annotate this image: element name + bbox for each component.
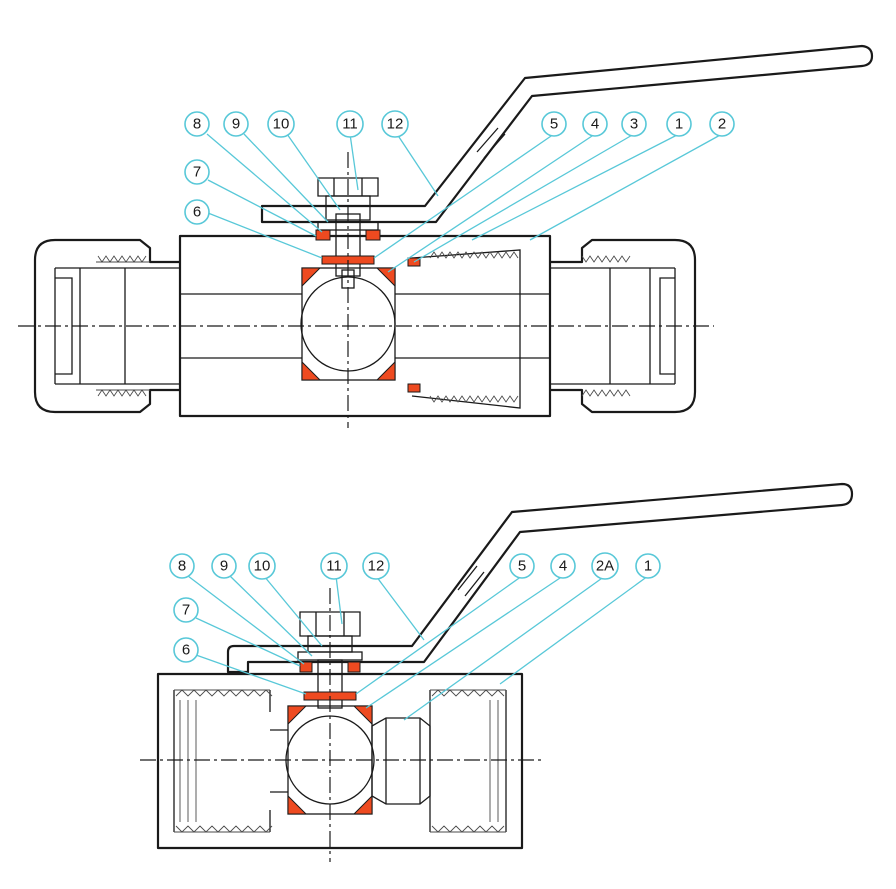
bottom-callout-12-label: 12: [368, 558, 385, 575]
top-callout-1: 1: [666, 111, 692, 137]
bottom-seat-lower-right: [352, 794, 373, 815]
bottom-callout-6-label: 6: [182, 642, 190, 659]
top-seal-ring-lower: [407, 383, 421, 393]
bottom-handle: [226, 482, 854, 674]
bottom-seat-lower-left: [287, 794, 308, 815]
top-callout-6: 6: [184, 199, 210, 225]
top-callout-3-label: 3: [630, 116, 638, 133]
top-end-connector: [411, 249, 521, 409]
bottom-callout-1-label: 1: [644, 558, 652, 575]
top-seat-lower-left: [301, 360, 322, 381]
bottom-callout-11: 11: [320, 552, 348, 580]
top-callout-7: 7: [184, 159, 210, 185]
top-stem-nut: [317, 177, 379, 197]
top-callout-10: 10: [267, 110, 295, 138]
bottom-callout-2a-label: 2A: [596, 558, 614, 575]
top-valve-assembly: 8 9 10 11 12 5 4 3 1 2 7 6: [18, 44, 874, 428]
bottom-callout-4: 4: [550, 553, 576, 579]
bottom-valve-assembly: 8 9 10 11 12 5 4 2A 1 7 6: [140, 482, 854, 862]
top-seat-upper-left: [301, 267, 322, 288]
top-callout-11: 11: [336, 110, 364, 138]
top-callout-10-label: 10: [273, 116, 290, 133]
top-callout-4-label: 4: [591, 116, 599, 133]
bottom-callout-7: 7: [173, 597, 199, 623]
bottom-callout-4-label: 4: [559, 558, 567, 575]
bottom-body-outline: [156, 672, 524, 850]
top-callout-6-label: 6: [193, 204, 201, 221]
top-seat-upper-right: [375, 267, 396, 288]
top-callout-2-label: 2: [718, 116, 726, 133]
top-right-threads: [581, 255, 631, 397]
top-callout-2: 2: [709, 111, 735, 137]
bottom-callout-2a: 2A: [591, 552, 619, 580]
top-handle: [260, 44, 874, 224]
bottom-callout-7-label: 7: [182, 602, 190, 619]
bottom-callout-1: 1: [635, 553, 661, 579]
bottom-right-threads: [429, 689, 507, 833]
bottom-callout-10-label: 10: [254, 558, 271, 575]
top-callout-11-label: 11: [342, 116, 358, 133]
bottom-callout-9: 9: [211, 553, 237, 579]
top-callout-5: 5: [541, 111, 567, 137]
top-callout-4: 4: [582, 111, 608, 137]
top-left-fitting: [33, 238, 180, 414]
top-callout-12: 12: [381, 110, 409, 138]
bottom-callout-8-label: 8: [178, 558, 186, 575]
top-callout-12-label: 12: [387, 116, 404, 133]
bottom-end-connector: [371, 717, 431, 805]
bottom-left-threads: [173, 689, 273, 833]
top-callout-5-label: 5: [550, 116, 558, 133]
bottom-callout-8: 8: [169, 553, 195, 579]
bottom-leaders: [187, 575, 649, 721]
top-body-outline: [178, 234, 552, 418]
bottom-callout-12: 12: [362, 552, 390, 580]
bottom-callout-10: 10: [248, 552, 276, 580]
bottom-callout-5-label: 5: [518, 558, 526, 575]
top-left-threads: [96, 255, 150, 397]
bottom-callout-9-label: 9: [220, 558, 228, 575]
bottom-seat-upper-right: [352, 705, 373, 726]
top-callout-1-label: 1: [675, 116, 683, 133]
bottom-callout-11-label: 11: [326, 558, 342, 575]
top-callout-8-label: 8: [193, 116, 201, 133]
top-leaders: [206, 133, 723, 273]
top-callout-7-label: 7: [193, 164, 201, 181]
top-callout-8: 8: [184, 111, 210, 137]
top-callout-9-label: 9: [232, 116, 240, 133]
top-callout-9: 9: [223, 111, 249, 137]
bottom-callout-6: 6: [173, 637, 199, 663]
top-callout-3: 3: [621, 111, 647, 137]
bottom-callout-5: 5: [509, 553, 535, 579]
top-seat-lower-right: [375, 360, 396, 381]
bottom-seat-upper-left: [287, 705, 308, 726]
